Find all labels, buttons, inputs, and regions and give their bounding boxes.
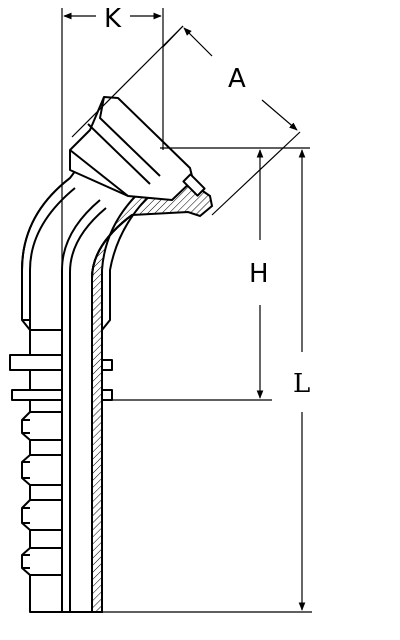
label-l: L [293, 369, 310, 399]
flange-head [69, 96, 206, 201]
extension-lines [61, 8, 312, 613]
label-a: A [228, 64, 246, 94]
label-h: H [249, 259, 269, 289]
label-k: K [104, 4, 122, 34]
o-ring-groove [182, 173, 206, 197]
stem-ribs [10, 319, 102, 613]
bore-lines [91, 214, 133, 612]
dimension-a [183, 27, 298, 131]
